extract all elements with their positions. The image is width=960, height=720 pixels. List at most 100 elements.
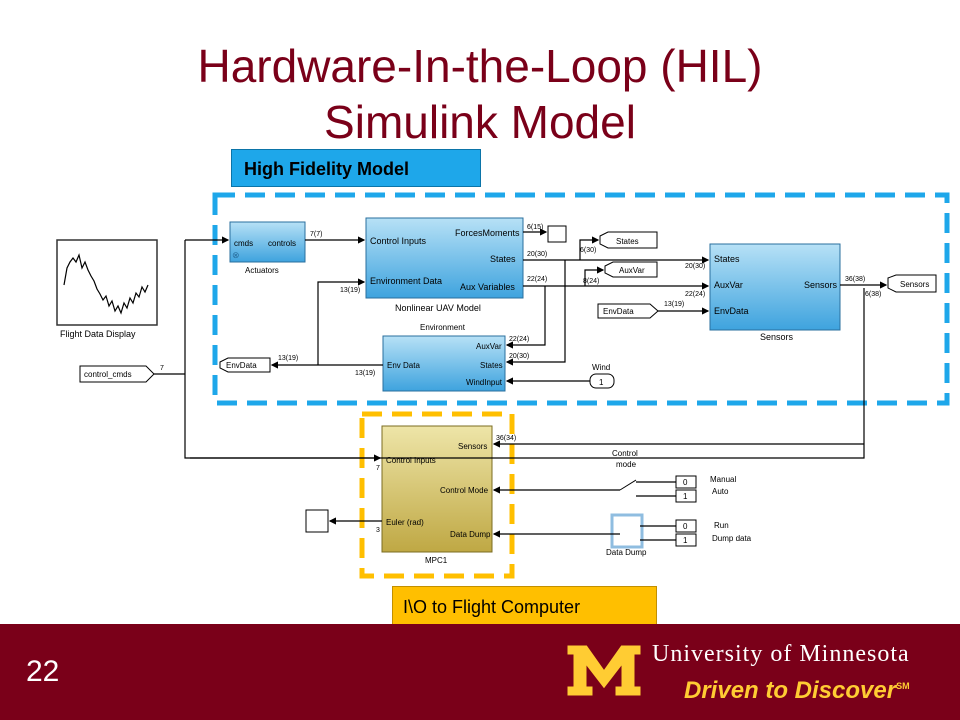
uav-in-control: Control Inputs: [370, 236, 427, 246]
sensors-name: Sensors: [760, 332, 794, 342]
manual-label: Manual: [710, 475, 736, 484]
footer-bar: [0, 624, 960, 720]
actuators-name: Actuators: [245, 266, 279, 275]
env-out-aux: AuxVar: [476, 342, 502, 351]
svg-text:13(19): 13(19): [278, 355, 298, 362]
svg-text:36(38): 36(38): [845, 276, 865, 283]
svg-text:1: 1: [683, 492, 688, 501]
umn-block-m-logo: [566, 644, 642, 697]
slide-title-line-1: Hardware-In-the-Loop (HIL): [197, 40, 763, 92]
svg-text:22(24): 22(24): [685, 291, 705, 298]
umn-wordmark: University of Minnesota: [652, 641, 910, 667]
svg-text:EnvData: EnvData: [226, 361, 257, 370]
svg-text:EnvData: EnvData: [603, 307, 634, 316]
mpc-in-sensors: Sensors: [458, 442, 487, 451]
goto-envdata-left-tag[interactable]: EnvData: [219, 357, 271, 373]
environment-block[interactable]: Environment Env Data AuxVar States WindI…: [382, 323, 506, 392]
uav-model-block[interactable]: Control Inputs Environment Data ForcesMo…: [365, 217, 524, 313]
sensors-in-env: EnvData: [714, 306, 749, 316]
sensors-in-states: States: [714, 254, 740, 264]
svg-text:13(19): 13(19): [355, 370, 375, 377]
high-fidelity-boundary: [212, 192, 950, 406]
flight-data-display-block[interactable]: Flight Data Display: [56, 239, 158, 339]
goto-sensors-tag[interactable]: Sensors: [887, 274, 937, 293]
const-auto[interactable]: 1: [675, 489, 697, 503]
euler-scope[interactable]: [305, 509, 329, 533]
svg-text:13(19): 13(19): [664, 301, 684, 308]
svg-text:7(7): 7(7): [310, 231, 322, 238]
signal-wires: [154, 228, 888, 541]
environment-title: Environment: [420, 323, 466, 332]
io-callout: I\O to Flight Computer: [392, 586, 657, 626]
control-mode-label-1: Control: [612, 449, 638, 458]
svg-text:20(30): 20(30): [527, 251, 547, 258]
svg-text:22(24): 22(24): [509, 336, 529, 343]
high-fidelity-callout: High Fidelity Model: [231, 149, 481, 187]
from-envdata-sensors-tag[interactable]: EnvData: [597, 303, 659, 319]
svg-text:Sensors: Sensors: [900, 280, 929, 289]
wind-constant-block[interactable]: 1: [589, 373, 615, 389]
uav-in-env: Environment Data: [370, 276, 442, 286]
svg-text:7: 7: [376, 465, 380, 472]
const-run[interactable]: 0: [675, 519, 697, 533]
page-number: 22: [26, 655, 60, 688]
mpc-in-euler: Euler (rad): [386, 518, 424, 527]
env-out-states: States: [480, 361, 503, 370]
umn-tagline: Driven to DiscoverSM: [684, 677, 910, 704]
goto-auxvar-tag[interactable]: AuxVar: [604, 261, 658, 278]
sensors-in-aux: AuxVar: [714, 280, 743, 290]
actuators-block[interactable]: cmds controls Actuators: [229, 221, 306, 275]
svg-text:0: 0: [683, 522, 688, 531]
slide-title-line-2: Simulink Model: [324, 96, 636, 148]
sensors-block[interactable]: States AuxVar EnvData Sensors Sensors: [709, 243, 841, 342]
env-in-env: Env Data: [387, 361, 420, 370]
control-mode-label-2: mode: [616, 460, 637, 469]
svg-text:13(19): 13(19): [340, 287, 360, 294]
svg-text:22(24): 22(24): [527, 276, 547, 283]
svg-text:7: 7: [160, 365, 164, 372]
forces-terminator[interactable]: [547, 225, 567, 243]
svg-text:36(34): 36(34): [496, 435, 516, 442]
svg-text:States: States: [616, 237, 639, 246]
mpc-block[interactable]: Control Inputs Euler (rad) Sensors Contr…: [381, 425, 493, 565]
svg-text:8(24): 8(24): [583, 278, 599, 285]
svg-text:3: 3: [376, 527, 380, 534]
svg-text:0: 0: [683, 478, 688, 487]
run-label: Run: [714, 521, 729, 530]
control-mode-switch[interactable]: [619, 479, 637, 491]
env-in-wind: WindInput: [466, 378, 503, 387]
uav-out-aux: Aux Variables: [460, 282, 515, 292]
uav-name: Nonlinear UAV Model: [395, 303, 481, 313]
uav-out-forces: ForcesMoments: [455, 228, 520, 238]
svg-text:6(38): 6(38): [865, 291, 881, 298]
svg-text:1: 1: [683, 536, 688, 545]
mpc-in-dump: Data Dump: [450, 530, 491, 539]
uav-out-states: States: [490, 254, 516, 264]
wind-label: Wind: [592, 363, 610, 372]
mpc-in-control: Control Inputs: [386, 456, 436, 465]
actuators-out-port: controls: [268, 239, 296, 248]
const-manual[interactable]: 0: [675, 475, 697, 489]
const-dump[interactable]: 1: [675, 533, 697, 547]
actuators-in-port: cmds: [234, 239, 253, 248]
mpc-in-mode: Control Mode: [440, 486, 489, 495]
goto-states-tag[interactable]: States: [599, 231, 658, 249]
control-cmds-tag[interactable]: control_cmds: [79, 365, 155, 383]
data-dump-switch-highlight[interactable]: [610, 513, 644, 549]
svg-text:AuxVar: AuxVar: [619, 266, 645, 275]
simulink-diagram: Flight Data Display cmds controls Actuat…: [56, 192, 950, 579]
svg-text:6(15): 6(15): [527, 224, 543, 231]
svg-text:20(30): 20(30): [685, 263, 705, 270]
dump-label: Dump data: [712, 534, 752, 543]
io-boundary: [359, 411, 515, 579]
data-dump-label: Data Dump: [606, 548, 647, 557]
svg-text:20(30): 20(30): [509, 353, 529, 360]
flight-data-display-label: Flight Data Display: [60, 329, 136, 339]
signal-labels: 7(7) 6(15) 20(30) 22(24) 13(19) 22(24) 2…: [160, 224, 881, 534]
svg-text:1: 1: [599, 378, 604, 387]
svg-text:control_cmds: control_cmds: [84, 370, 132, 379]
sensors-out: Sensors: [804, 280, 838, 290]
auto-label: Auto: [712, 487, 729, 496]
mpc-name: MPC1: [425, 556, 448, 565]
ground-sym-1: ⊗: [232, 250, 240, 260]
